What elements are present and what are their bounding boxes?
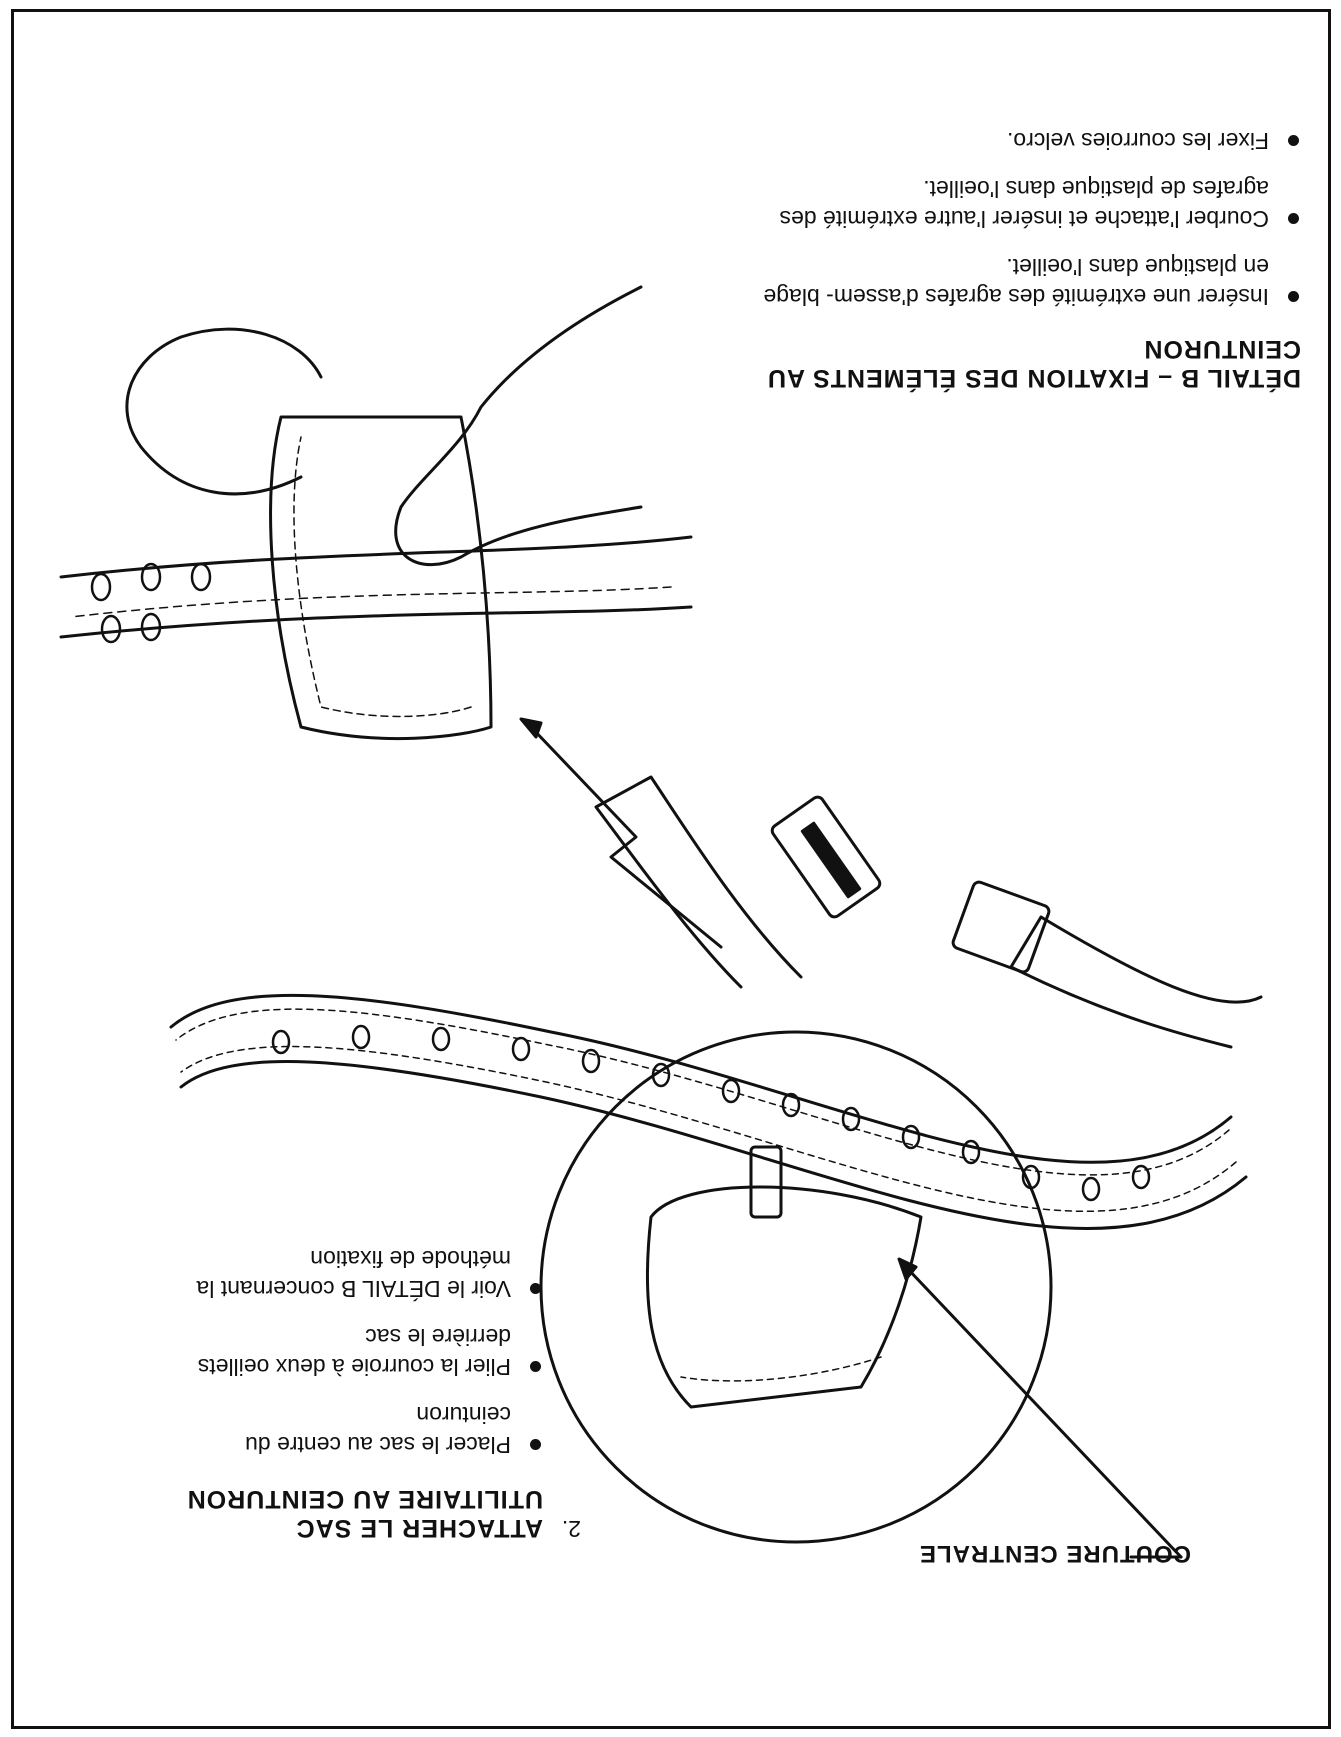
utility-bag-flap <box>681 1357 881 1381</box>
callout-couture-centrale: COUTURE CENTRALE <box>919 1539 1191 1567</box>
section-2-bullets: Placer le sac au centre du ceinturon Pli… <box>151 1244 543 1460</box>
belt-band-inner <box>171 995 1231 1162</box>
detail-b: DÉTAIL B – FIXATION DES ÉLÉMENTS AU CEIN… <box>741 108 1301 392</box>
detail-b-heading: DÉTAIL B – FIXATION DES ÉLÉMENTS AU CEIN… <box>741 334 1301 392</box>
detail-hand-right <box>396 287 641 565</box>
detail-b-bullet: Insérer une extrémité des agrafes d'asse… <box>741 252 1301 312</box>
detail-arrowhead <box>521 719 541 737</box>
belt-grommets <box>273 1026 1149 1200</box>
detail-pouch <box>271 417 491 739</box>
belt-strap-right <box>596 777 801 987</box>
detail-b-bullets: Insérer une extrémité des agrafes d'asse… <box>741 126 1301 312</box>
detail-pouch-stitch <box>294 437 471 716</box>
section-2-number: 2. <box>562 1515 581 1542</box>
detail-magnifier-circle <box>541 1032 1051 1542</box>
section-2-bullet: Plier la courroie à deux oeillets derriè… <box>151 1322 543 1382</box>
belt-strap-left <box>1011 917 1261 1047</box>
section-2: 2. ATTACHER LE SAC UTILITAIRE AU CEINTUR… <box>151 1226 581 1542</box>
detail-belt-lower <box>61 537 691 577</box>
detail-hand-left <box>127 329 321 494</box>
utility-bag-body <box>647 1187 921 1407</box>
couture-arrow-line <box>906 1267 1181 1557</box>
detail-b-bullet: Fixer les courroies velcro. <box>741 126 1301 156</box>
detail-b-bullet: Courber l'attache et insérer l'autre ext… <box>741 174 1301 234</box>
section-2-heading: ATTACHER LE SAC UTILITAIRE AU CEINTURON <box>151 1484 543 1542</box>
detail-belt-upper <box>61 607 691 637</box>
section-2-bullet: Voir le DÉTAIL B concernant la méthode d… <box>151 1244 543 1304</box>
section-2-bullet: Placer le sac au centre du ceinturon <box>151 1400 543 1460</box>
belt-band-outer <box>181 1062 1246 1229</box>
belt-stitch-bottom <box>176 1009 1229 1175</box>
detail-grommets <box>92 564 210 642</box>
